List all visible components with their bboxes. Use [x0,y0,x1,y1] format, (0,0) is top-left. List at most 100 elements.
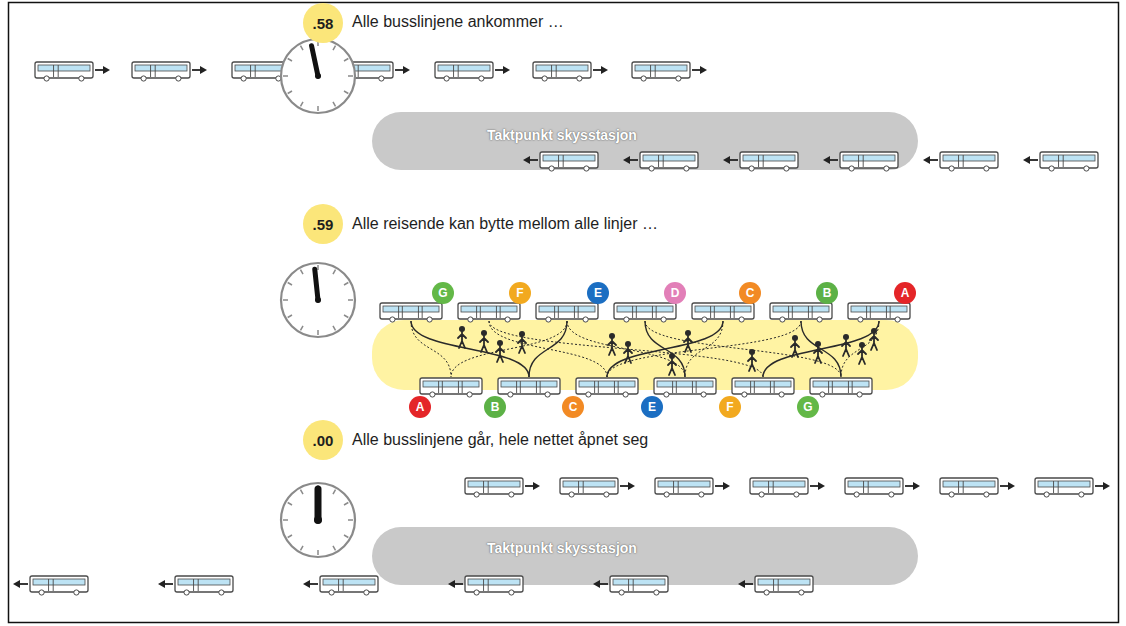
passengers [458,326,878,375]
time-badge: .58 [303,3,343,43]
badge-text: .58 [313,15,334,32]
clock-face [281,483,355,557]
bus-icon [823,152,898,171]
badge-text: E [648,400,656,414]
passenger-figure [748,349,756,371]
bus-icon [523,152,598,171]
line-badge: G [797,396,819,418]
bus-icon [560,478,635,497]
bus-icon [732,378,794,397]
badge-text: B [823,286,832,300]
bus-icon [750,478,825,497]
transfer-path [645,321,841,377]
transfer-path [567,321,685,377]
bus-icon [13,576,88,595]
passenger-figure [480,330,488,352]
bus-icon [632,62,707,81]
bus-icon [576,378,638,397]
step-caption: Alle busslinjene ankommer … [352,13,564,31]
bus-icon [498,378,560,397]
bus-icon [1023,152,1098,171]
bus-icon [420,378,482,397]
bus-icon [536,303,598,322]
bus-icon [654,378,716,397]
passenger-figure [791,335,799,357]
badge-text: C [569,400,578,414]
passenger-figure [518,331,526,353]
bus-icon [448,576,523,595]
bus-icon [923,152,998,171]
passenger-figure [624,341,632,363]
transfer-path [841,321,879,377]
line-badge: E [587,282,609,304]
station-name: Taktpunkt skysstasjon [487,127,637,143]
bus-icon [158,576,233,595]
badge-text: .59 [313,216,334,233]
line-badge: C [739,282,761,304]
badge-text: E [594,286,602,300]
bus-icon [435,62,510,81]
bus-icon [35,62,110,81]
passenger-figure [870,328,878,350]
passenger-figure [842,334,850,356]
transfer-path [607,321,801,377]
time-badge: .59 [303,204,343,244]
line-badge: F [509,282,531,304]
passenger-figure [858,342,866,364]
frame [9,3,1119,623]
line-badge: C [562,396,584,418]
bus-icon [132,62,207,81]
badge-text: D [671,286,680,300]
passenger-figure [608,333,616,355]
step-caption: Alle reisende kan bytte mellom alle linj… [352,215,658,233]
badge-text: G [803,400,812,414]
line-badge: E [641,396,663,418]
badge-text: .00 [313,432,334,449]
badge-text: F [516,286,523,300]
bus-icon [380,303,442,322]
bus-icon [1035,478,1110,497]
bus-icon [303,576,378,595]
bus-icon [810,378,872,397]
passenger-figure [684,330,692,352]
badge-text: F [726,400,733,414]
passenger-figure [458,326,466,348]
clock-face [281,263,355,337]
line-badge: D [664,282,686,304]
transfer-path [763,321,879,377]
bus-icon [614,303,676,322]
line-badge: B [484,396,506,418]
badge-text: C [746,286,755,300]
station-name: Taktpunkt skysstasjon [487,540,637,556]
time-badge: .00 [303,420,343,460]
bus-icon [623,152,698,171]
transfer-path [489,321,607,377]
bus-icon [723,152,798,171]
bus-icon [593,576,668,595]
transfer-path [411,321,451,377]
bus-icon [465,478,540,497]
line-badge: A [894,282,916,304]
bus-icon [738,576,813,595]
step-caption: Alle busslinjene går, hele nettet åpnet … [352,431,648,449]
passenger-figure [496,340,504,362]
bus-icon [848,303,910,322]
line-badge: B [816,282,838,304]
clocks [281,39,355,557]
badge-text: A [416,400,425,414]
clock-face [281,39,355,113]
bus-icon [845,478,920,497]
line-badge: F [719,396,741,418]
buses [13,62,1110,595]
badge-text: B [491,400,500,414]
line-badge: A [409,396,431,418]
line-badge: G [432,282,454,304]
transfer-path [451,321,567,377]
passenger-figure [814,341,822,363]
badge-text: G [438,286,447,300]
bus-icon [940,478,1015,497]
bus-icon [770,303,832,322]
bus-icon [692,303,754,322]
